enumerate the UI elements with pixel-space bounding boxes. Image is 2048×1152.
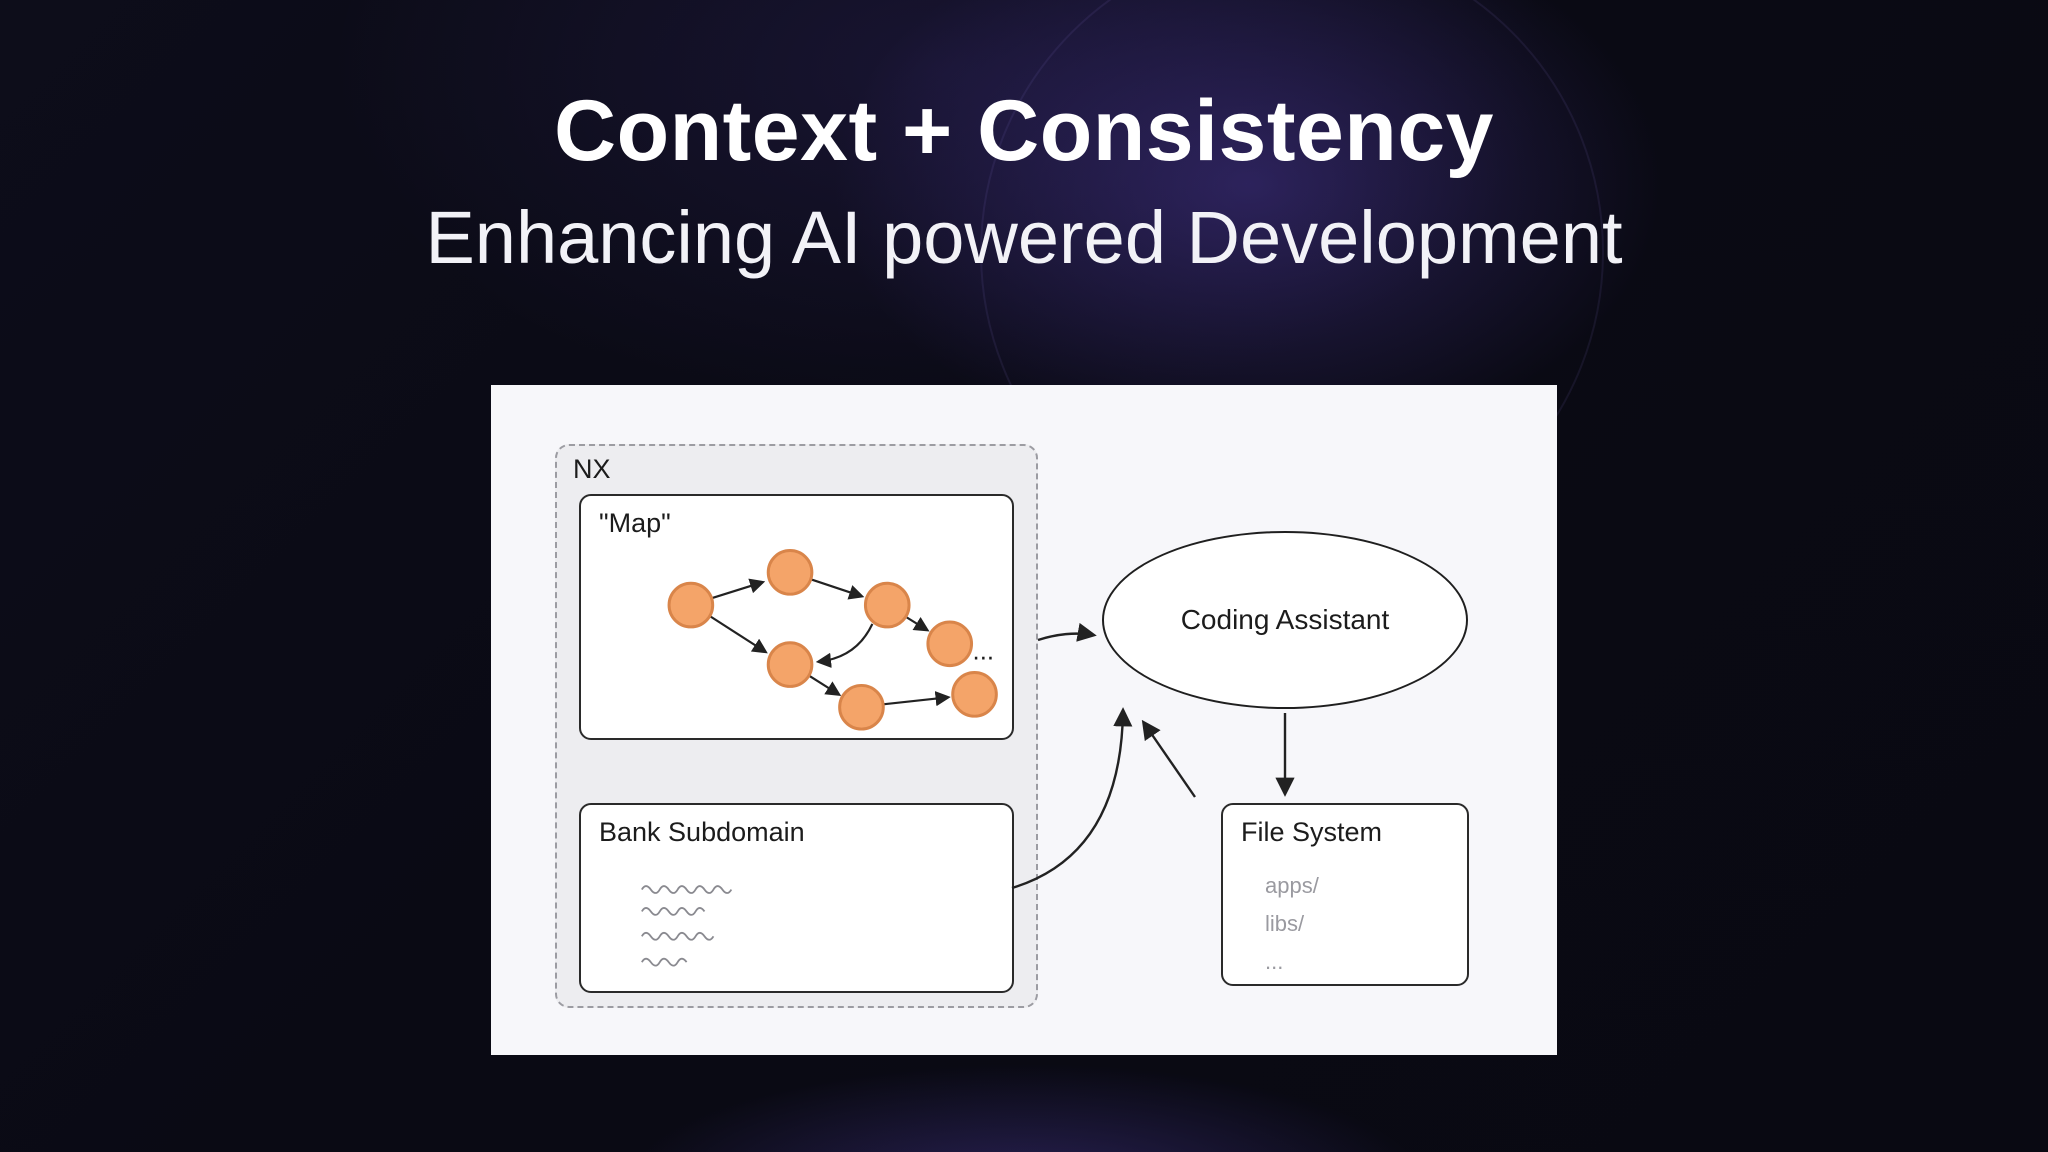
- slide-title: Context + Consistency: [554, 83, 1494, 179]
- file-system-label: File System: [1241, 817, 1383, 847]
- bank-subdomain-text-squiggles: [641, 885, 733, 967]
- graph-ellipsis: ...: [973, 638, 994, 666]
- bank-subdomain-label: Bank Subdomain: [599, 817, 805, 847]
- diagram-canvas: NX: [491, 385, 1557, 1055]
- graph-nodes: [667, 549, 998, 731]
- graph-node: [951, 671, 998, 718]
- file-system-item-ellipsis: ...: [1265, 949, 1284, 974]
- file-system-items: apps/ libs/ ...: [1265, 867, 1319, 981]
- file-system-item-apps: apps/: [1265, 873, 1319, 898]
- arrow-nx-to-assistant: [1037, 622, 1097, 642]
- coding-assistant-label: Coding Assistant: [1180, 604, 1390, 635]
- graph-node: [766, 549, 814, 596]
- bank-subdomain-panel: Bank Subdomain: [579, 803, 1014, 993]
- graph-node: [926, 620, 974, 668]
- graph-node: [667, 581, 715, 629]
- arrow-filesystem-to-assistant: [1141, 719, 1196, 798]
- map-label: "Map": [599, 508, 671, 538]
- coding-assistant-node: Coding Assistant: [1102, 531, 1468, 709]
- graph-node: [766, 641, 814, 688]
- nx-label: NX: [573, 454, 611, 484]
- slide-subtitle: Enhancing AI powered Development: [425, 195, 1623, 279]
- project-graph: ...: [667, 549, 998, 731]
- graph-node: [838, 683, 885, 731]
- map-panel: ... "Map": [579, 494, 1014, 740]
- graph-edges: [709, 578, 951, 707]
- file-system-item-libs: libs/: [1265, 911, 1305, 936]
- nx-container: NX: [555, 444, 1038, 1008]
- slide-header: Context + Consistency Enhancing AI power…: [0, 82, 2048, 280]
- file-system-panel: File System apps/ libs/ ...: [1221, 803, 1469, 986]
- graph-node: [863, 581, 911, 629]
